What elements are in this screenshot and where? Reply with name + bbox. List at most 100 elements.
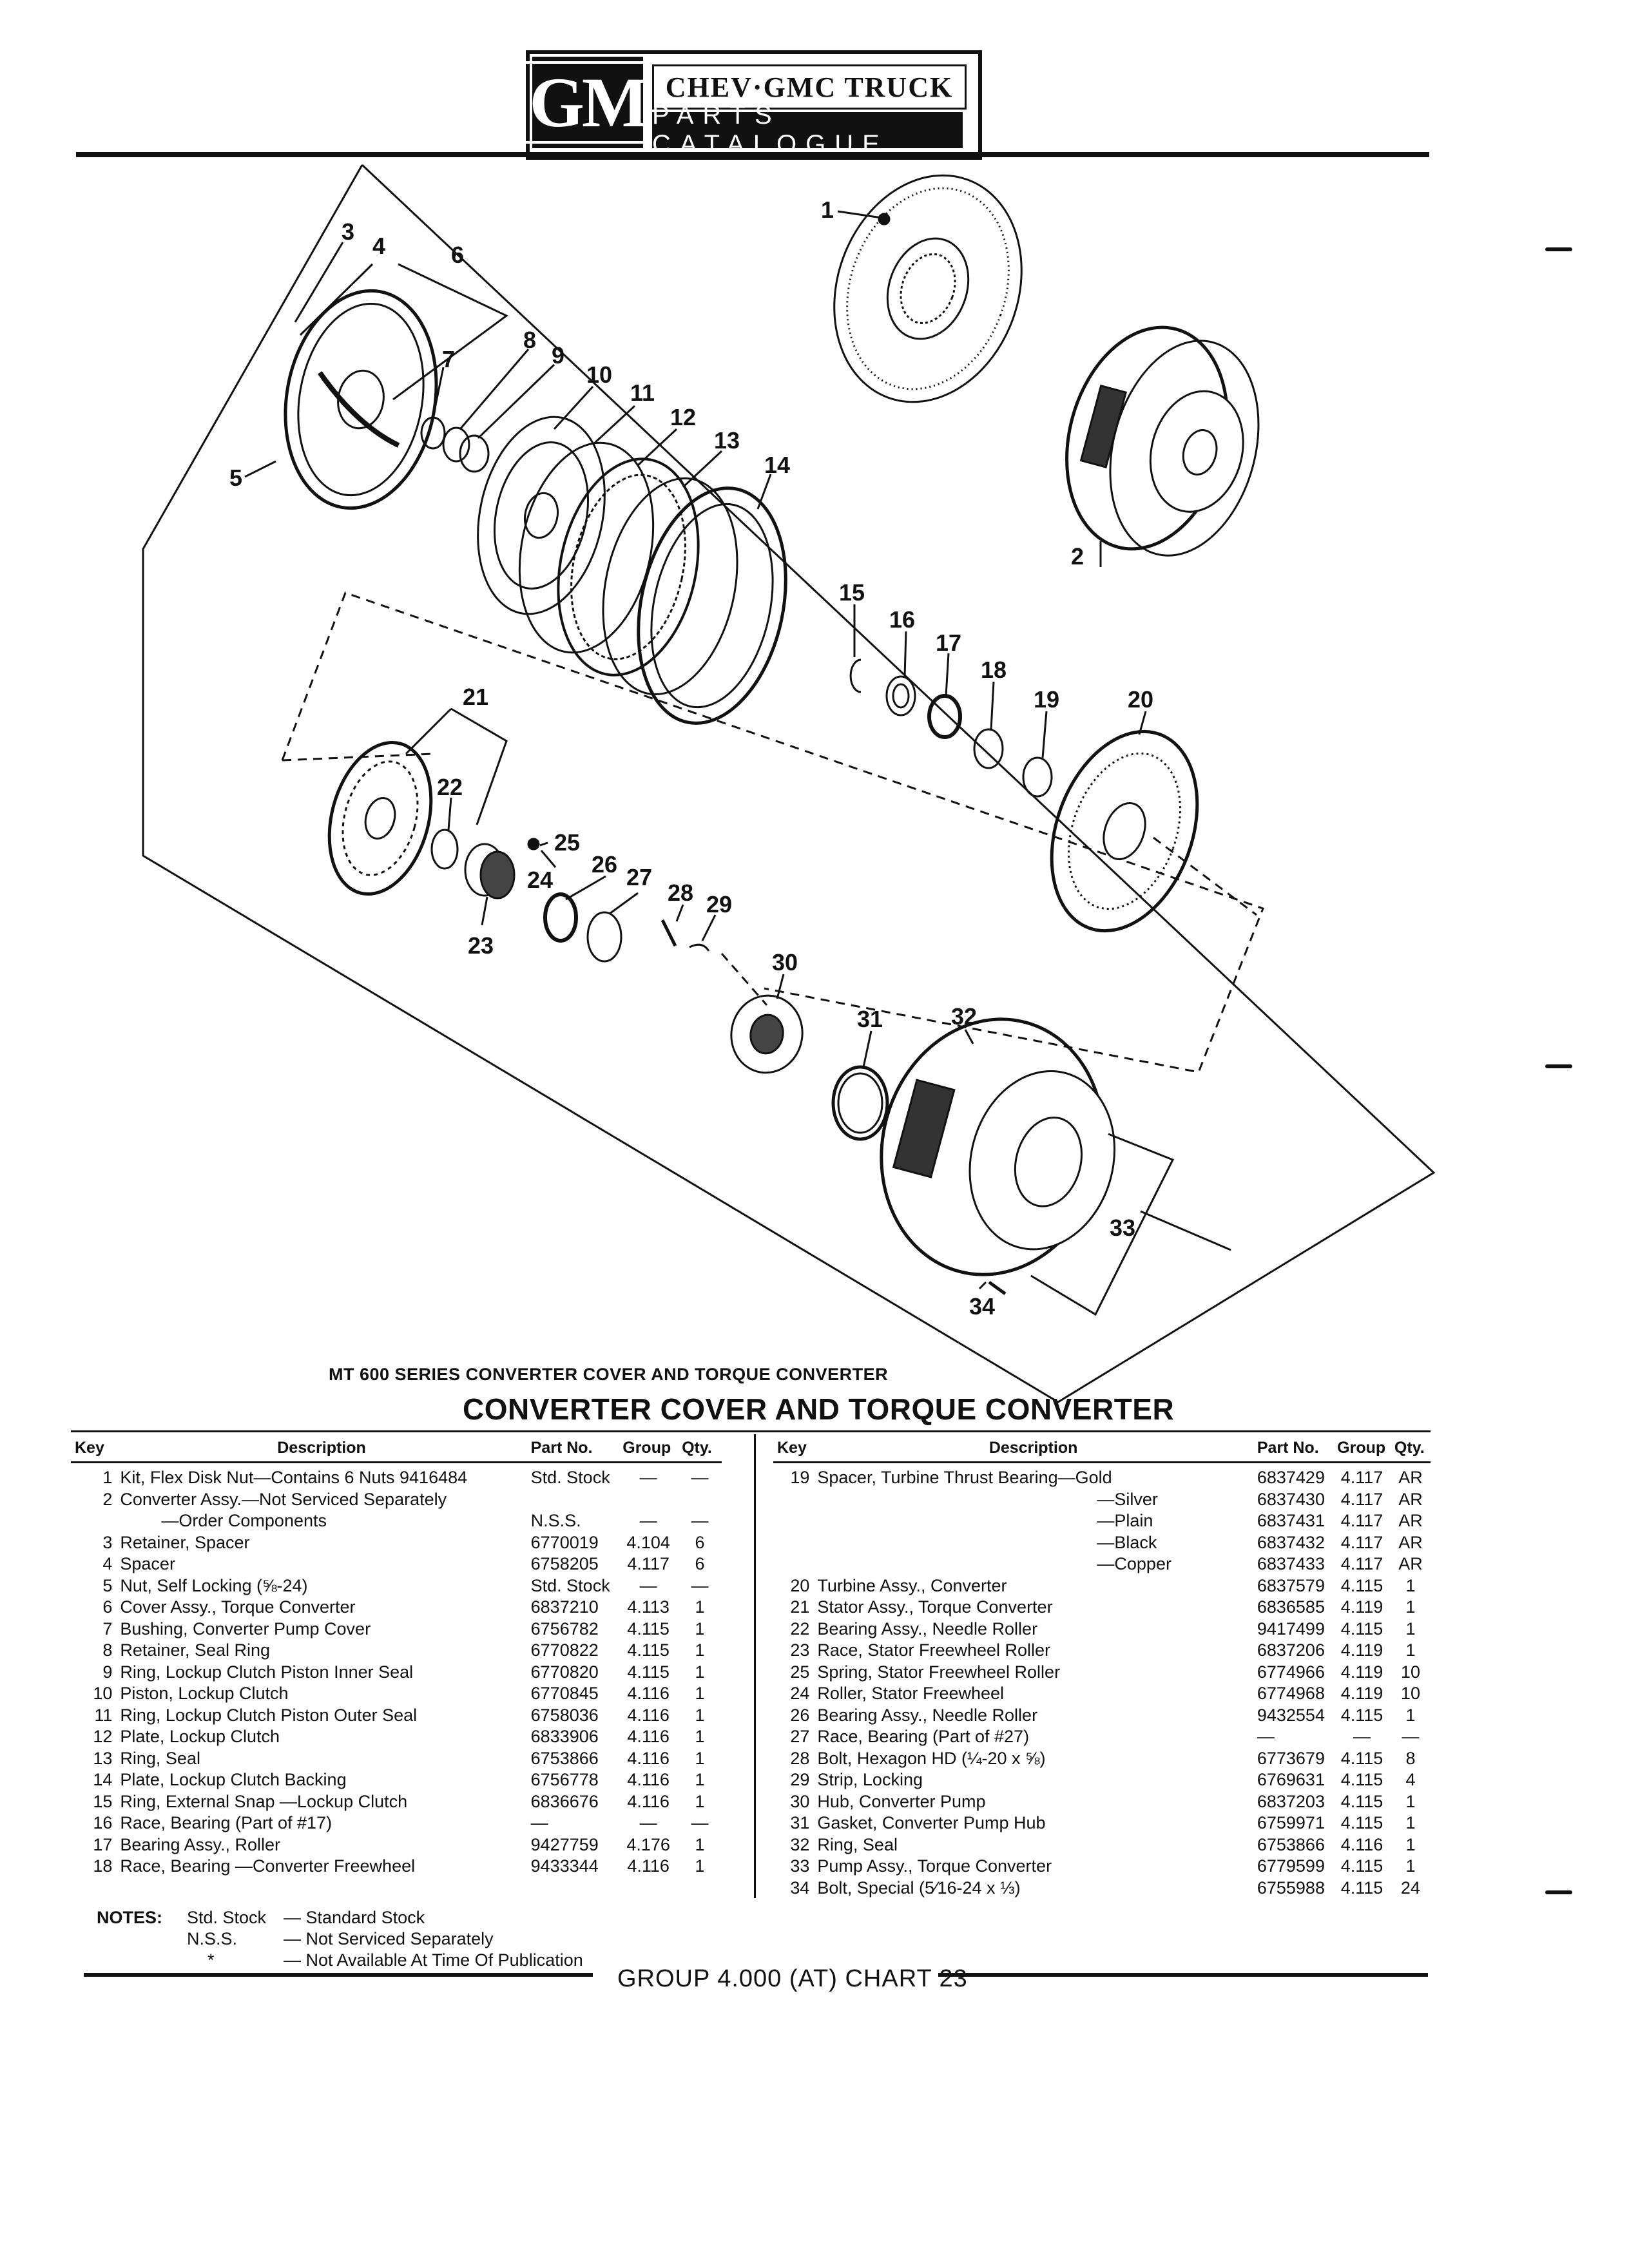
row-key: 34 xyxy=(790,1878,810,1898)
callout-28: 28 xyxy=(668,879,693,906)
callout-29: 29 xyxy=(706,891,732,918)
row-qty: AR xyxy=(1398,1532,1423,1552)
row-description: Spacer xyxy=(120,1554,175,1574)
seal-ring-retainer xyxy=(442,427,470,463)
row-qty: 1 xyxy=(695,1640,705,1660)
row-description: Ring, Seal xyxy=(120,1748,200,1768)
row-qty: — xyxy=(691,1813,709,1833)
row-qty: 1 xyxy=(695,1597,705,1617)
row-qty: 1 xyxy=(1405,1813,1416,1833)
header-line-1: CHEV·GMC TRUCK xyxy=(652,64,967,110)
row-qty: 1 xyxy=(1405,1856,1416,1876)
row-group: — xyxy=(1353,1727,1371,1747)
row-group: — xyxy=(639,1468,657,1488)
notes-label: NOTES: xyxy=(97,1908,163,1927)
row-group: 4.116 xyxy=(627,1791,670,1811)
row-qty: 10 xyxy=(1400,1662,1420,1682)
row-group: 4.119 xyxy=(1340,1640,1383,1660)
row-description: Kit, Flex Disk Nut—Contains 6 Nuts 94164… xyxy=(120,1468,468,1488)
row-description: Ring, Lockup Clutch Piston Outer Seal xyxy=(120,1705,418,1725)
row-key: 3 xyxy=(102,1532,113,1552)
row-qty xyxy=(678,1489,722,1511)
callout-24: 24 xyxy=(527,867,553,893)
row-group: 4.176 xyxy=(626,1834,670,1854)
row-group: 4.116 xyxy=(627,1856,670,1876)
row-description: Nut, Self Locking (⅝-24) xyxy=(120,1575,308,1595)
special-bolt xyxy=(988,1280,1007,1296)
note-def: — Standard Stock xyxy=(284,1908,425,1927)
row-part-no: 6770845 xyxy=(530,1684,599,1704)
row-key: 5 xyxy=(102,1575,113,1595)
row-key: 6 xyxy=(102,1597,113,1617)
row-description: Ring, Seal xyxy=(817,1834,898,1854)
row-description: Strip, Locking xyxy=(817,1770,923,1790)
col-key: Key xyxy=(773,1434,814,1463)
col-group: Group xyxy=(619,1434,679,1463)
row-key: 15 xyxy=(93,1791,113,1811)
freewheel-race-23 xyxy=(464,843,516,899)
col-part-no: Part No. xyxy=(1253,1434,1334,1463)
callout-7: 7 xyxy=(442,346,455,372)
col-qty: Qty. xyxy=(1390,1434,1431,1463)
row-group: 4.115 xyxy=(1340,1770,1383,1790)
row-qty: 24 xyxy=(1400,1878,1420,1898)
row-group: 4.119 xyxy=(1340,1597,1383,1617)
row-key: 16 xyxy=(93,1813,113,1833)
row-qty: 1 xyxy=(695,1727,705,1747)
row-description: Retainer, Spacer xyxy=(120,1532,250,1552)
header-rule xyxy=(76,152,1429,157)
row-part-no: 6837431 xyxy=(1257,1511,1325,1531)
row-group: 4.119 xyxy=(1340,1684,1383,1704)
row-group: 4.117 xyxy=(1340,1468,1383,1488)
row-group: 4.117 xyxy=(1340,1554,1383,1574)
figure-caption: MT 600 SERIES CONVERTER COVER AND TORQUE… xyxy=(329,1365,889,1384)
row-qty: 10 xyxy=(1400,1684,1420,1704)
callout-34: 34 xyxy=(969,1293,995,1320)
row-group: 4.115 xyxy=(1340,1748,1383,1768)
row-group: 4.115 xyxy=(1340,1813,1383,1833)
row-part-no: 6770822 xyxy=(530,1640,599,1660)
row-part-no: 6758036 xyxy=(530,1705,599,1725)
row-key xyxy=(773,1510,813,1532)
row-key: 13 xyxy=(93,1748,113,1768)
row-group xyxy=(619,1489,678,1511)
row-part-no: Std. Stock xyxy=(530,1575,610,1595)
row-part-no: 6770820 xyxy=(530,1662,599,1682)
row-key: 22 xyxy=(790,1619,810,1639)
row-part-no: N.S.S. xyxy=(530,1511,581,1531)
row-qty: AR xyxy=(1398,1489,1423,1509)
row-key xyxy=(773,1532,813,1554)
row-qty: 6 xyxy=(695,1554,705,1574)
row-key: 18 xyxy=(93,1856,113,1876)
row-qty: 1 xyxy=(695,1770,705,1790)
row-key: 12 xyxy=(93,1727,113,1747)
callout-32: 32 xyxy=(951,1003,977,1030)
row-key: 4 xyxy=(102,1554,113,1574)
row-group: 4.116 xyxy=(627,1705,670,1725)
row-group: 4.104 xyxy=(626,1532,670,1552)
row-part-no: 6758205 xyxy=(530,1554,599,1574)
row-group: 4.115 xyxy=(1340,1705,1383,1725)
hub-gasket xyxy=(831,1065,889,1141)
row-key: 8 xyxy=(102,1640,113,1660)
row-description: Bushing, Converter Pump Cover xyxy=(120,1619,371,1639)
row-group: 4.115 xyxy=(1340,1575,1383,1595)
row-part-no: 6837206 xyxy=(1257,1640,1325,1660)
lockup-piston xyxy=(477,416,606,615)
row-part-no: 9427759 xyxy=(530,1834,599,1854)
callout-16: 16 xyxy=(889,606,915,633)
col-group: Group xyxy=(1333,1434,1391,1463)
row-qty: 6 xyxy=(695,1532,705,1552)
row-part-no: 6837203 xyxy=(1257,1791,1325,1811)
